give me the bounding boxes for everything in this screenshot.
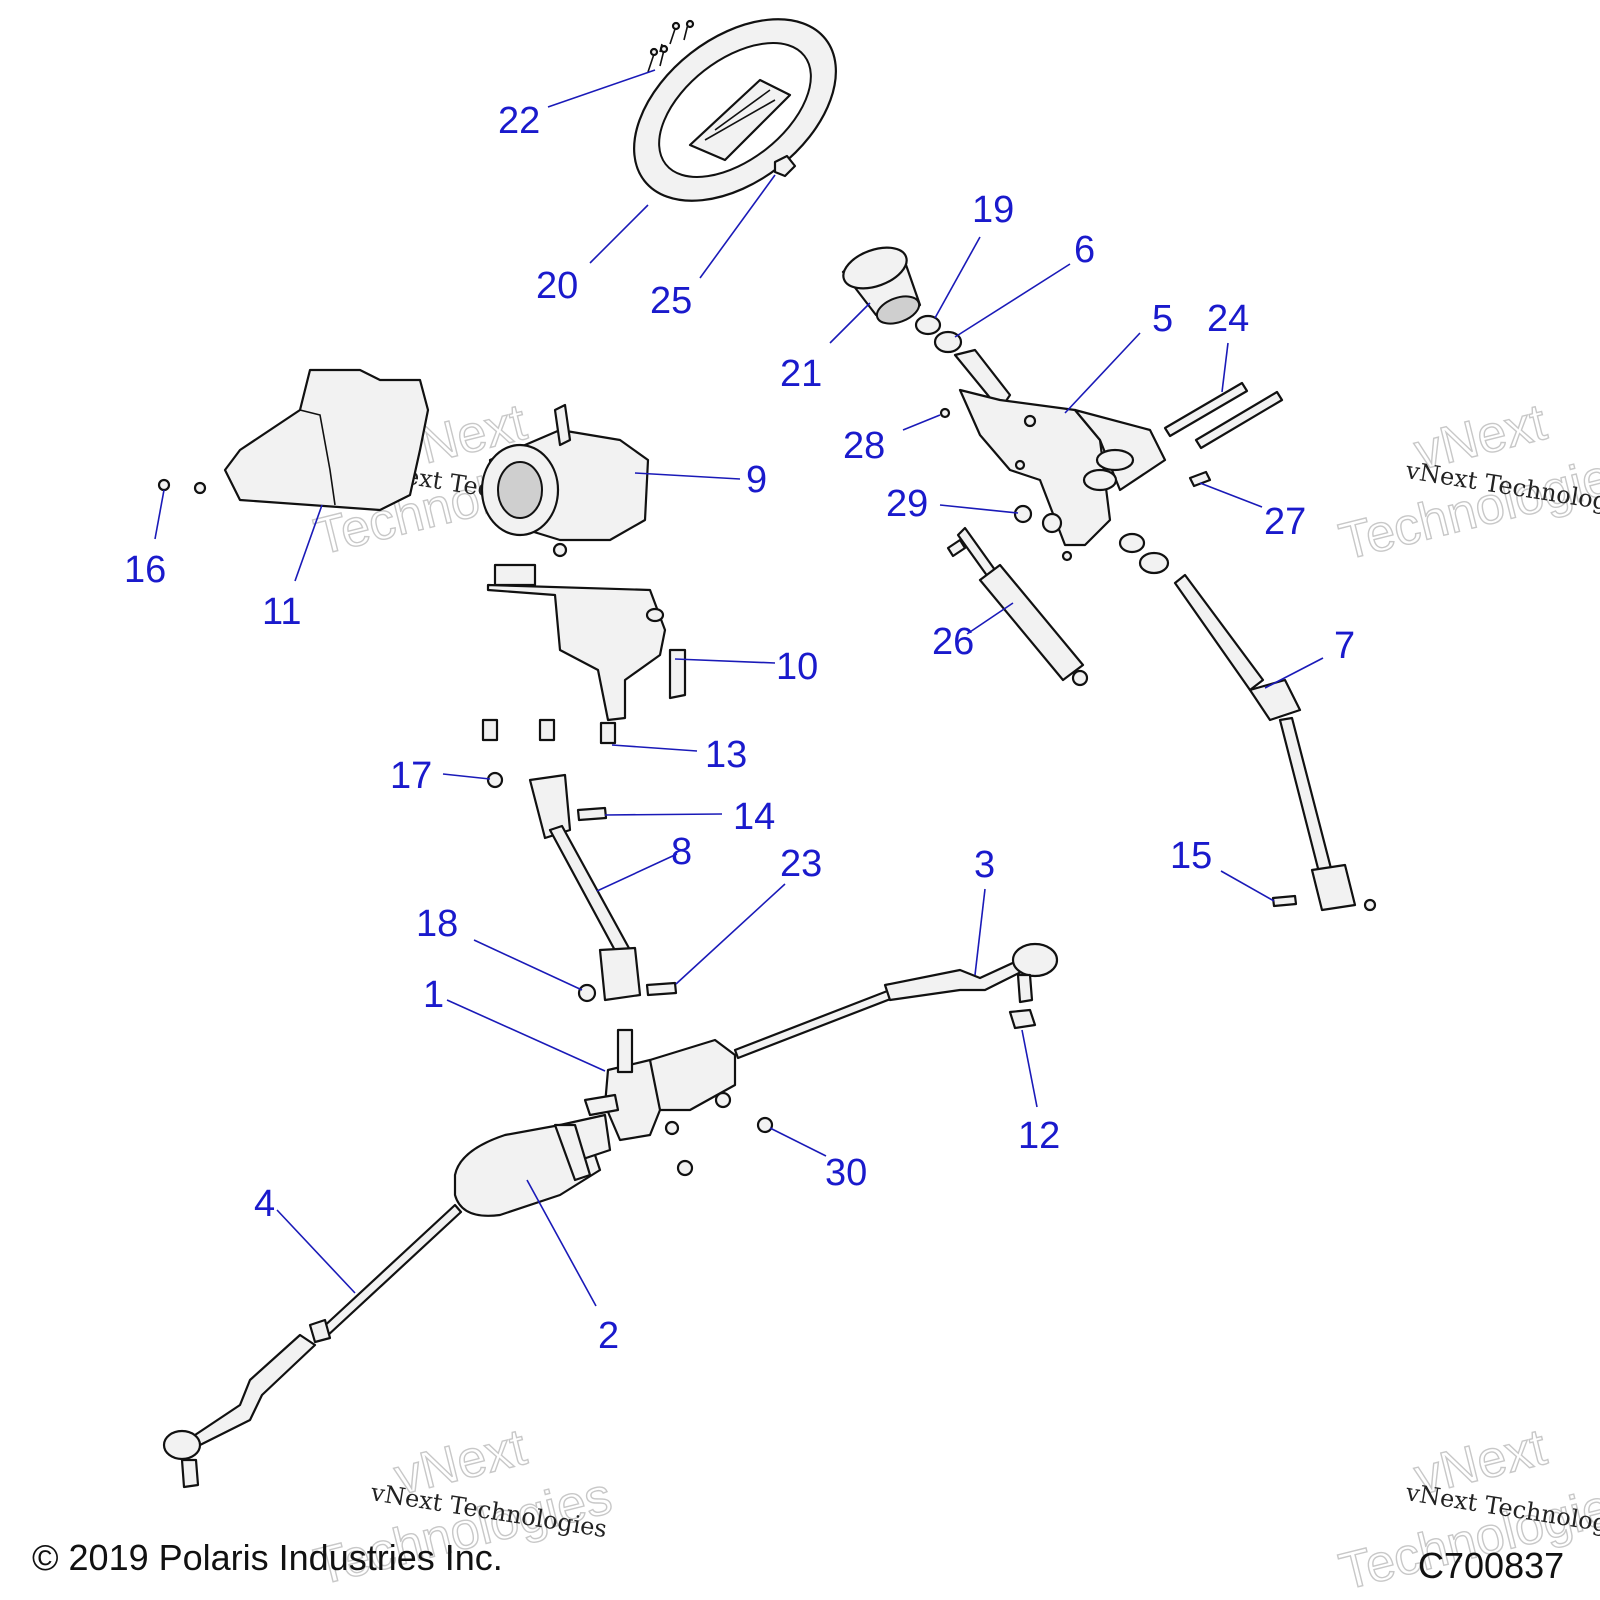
callout-30: 30 [825, 1152, 867, 1194]
wheel-screws [647, 19, 695, 73]
upper-steering-shaft [1118, 532, 1377, 912]
column-bracket [953, 348, 1167, 547]
callout-8: 8 [671, 831, 692, 873]
bolt-27 [1188, 470, 1212, 488]
callout-5: 5 [1152, 298, 1173, 340]
shaft-fasteners [577, 981, 678, 1003]
callout-9: 9 [746, 459, 767, 501]
callout-11: 11 [262, 591, 301, 633]
callout-24: 24 [1207, 298, 1249, 340]
bracket-bolts [481, 718, 617, 745]
figure-id: C700837 [1418, 1545, 1564, 1586]
callout-15: 15 [1170, 835, 1212, 877]
bolt-15 [1271, 894, 1298, 908]
callout-1: 1 [423, 974, 444, 1016]
nut-17 [486, 771, 504, 789]
callout-7: 7 [1334, 625, 1355, 667]
bolt-14 [576, 806, 608, 822]
callout-26: 26 [932, 621, 974, 663]
small-nuts [939, 407, 1073, 562]
center-cap [773, 154, 797, 178]
gas-strut [946, 526, 1089, 687]
callout-28: 28 [843, 425, 885, 467]
nut-12 [1008, 1008, 1037, 1030]
steering-wheel [633, 18, 837, 202]
callout-10: 10 [776, 646, 818, 688]
callout-2: 2 [598, 1315, 619, 1357]
callout-20: 20 [536, 265, 578, 307]
eps-unit [480, 403, 650, 558]
callout-18: 18 [416, 903, 458, 945]
callout-27: 27 [1264, 501, 1306, 543]
rack-nuts [664, 1091, 774, 1177]
intermediate-shaft [528, 773, 642, 1002]
steering-rack [162, 942, 1059, 1489]
copyright-text: © 2019 Polaris Industries Inc. [32, 1537, 503, 1578]
callout-3: 3 [974, 844, 995, 886]
callout-25: 25 [650, 280, 692, 322]
callout-22: 22 [498, 100, 540, 142]
callout-4: 4 [254, 1183, 275, 1225]
callout-23: 23 [780, 843, 822, 885]
callout-labels: 22 20 25 21 19 6 5 24 27 28 29 26 7 9 11… [124, 100, 1355, 1357]
callout-14: 14 [733, 796, 775, 838]
callout-29: 29 [886, 483, 928, 525]
callout-16: 16 [124, 549, 166, 591]
callout-6: 6 [1074, 229, 1095, 271]
column-boot [841, 246, 922, 325]
callout-12: 12 [1018, 1115, 1060, 1157]
steering-shroud [157, 368, 430, 512]
bushings-upper [914, 314, 963, 354]
callout-17: 17 [390, 755, 432, 797]
callout-21: 21 [780, 353, 822, 395]
callout-13: 13 [705, 734, 747, 776]
long-bolts [1163, 381, 1284, 450]
callout-19: 19 [972, 189, 1014, 231]
eps-bracket [486, 563, 687, 722]
leader-lines [154, 69, 1324, 1307]
